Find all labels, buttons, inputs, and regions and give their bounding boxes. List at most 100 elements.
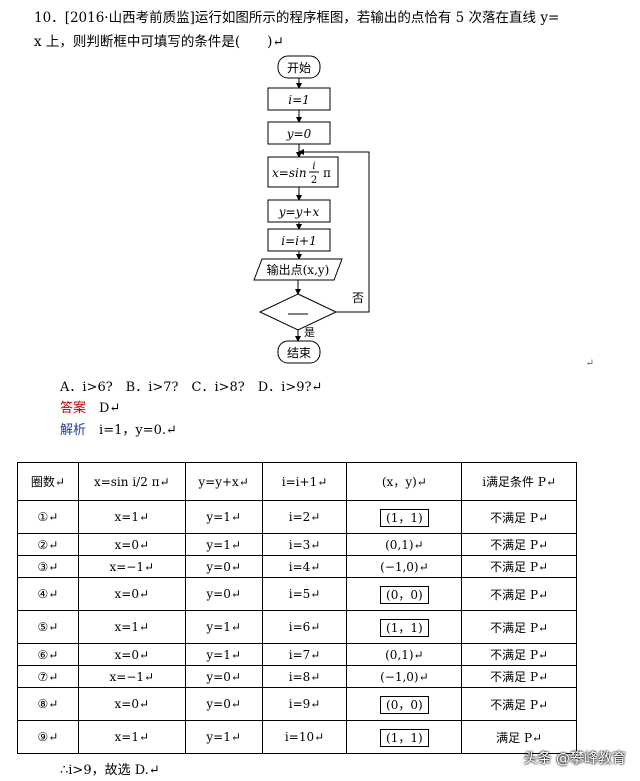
header-condition: i满足条件 P↵ xyxy=(461,462,577,501)
table-cell: x=0↵ xyxy=(77,643,186,666)
table-cell: i=6↵ xyxy=(261,610,348,644)
boxed-point: (1，1) xyxy=(380,728,429,747)
flow-frac-den: 2 xyxy=(311,175,317,186)
header-point: (x，y)↵ xyxy=(346,462,463,501)
boxed-point: (1，1) xyxy=(380,618,429,637)
table-cell: 不满足 P↵ xyxy=(461,665,577,688)
table-row: ⑨↵x=1↵y=1↵i=10↵ (1，1) 满足 P↵ xyxy=(17,720,577,754)
flow-frac-num: i xyxy=(312,161,315,172)
table-cell: ⑤↵ xyxy=(17,610,79,644)
question-body-1: 运行如图所示的程序框图，若输出的点恰有 5 次落在直线 y= xyxy=(194,10,560,26)
boxed-point: (0，0) xyxy=(380,695,429,714)
table-cell: 不满足 P↵ xyxy=(461,610,577,644)
answer-line: 答案 D↵ xyxy=(60,400,120,418)
table-cell: x=1↵ xyxy=(77,610,186,644)
table-cell: (−1,0)↵ xyxy=(346,665,463,688)
conclusion: ∴i>9，故选 D.↵ xyxy=(60,763,160,778)
flow-pi: π xyxy=(323,166,331,180)
flow-decision-node xyxy=(258,293,338,331)
flow-init-i-text: i=1 xyxy=(288,93,310,107)
analysis-value: i=1，y=0.↵ xyxy=(99,423,177,438)
question-body-2: x 上，则判断框中可填写的条件是( )↵ xyxy=(34,34,284,50)
table-cell: x=1↵ xyxy=(77,720,186,754)
table-cell: ④↵ xyxy=(17,577,79,611)
table-cell: x=0↵ xyxy=(77,533,186,556)
flow-no-label: 否 xyxy=(352,291,364,305)
header-i: i=i+1↵ xyxy=(261,462,348,501)
table-cell: y=1↵ xyxy=(184,610,263,644)
table-cell: i=3↵ xyxy=(261,533,348,556)
flow-x-assign xyxy=(267,156,339,188)
table-cell: ③↵ xyxy=(17,555,79,578)
table-cell: ①↵ xyxy=(17,500,79,534)
flow-output-node xyxy=(253,258,343,281)
table-cell: y=1↵ xyxy=(184,500,263,534)
table-row: ⑤↵x=1↵y=1↵i=6↵ (1，1) 不满足 P↵ xyxy=(17,610,577,644)
table-cell: y=0↵ xyxy=(184,665,263,688)
table-cell: (1，1) xyxy=(346,720,463,754)
table-header-row: 圈数↵ x=sin i/2 π↵ y=y+x↵ i=i+1↵ (x，y)↵ i满… xyxy=(17,462,577,501)
flow-output-text: 输出点(x,y) xyxy=(267,262,330,277)
table-cell: i=5↵ xyxy=(261,577,348,611)
table-cell: (0,1)↵ xyxy=(346,533,463,556)
watermark: 头条 @攀峰教育 xyxy=(523,751,626,767)
table-cell: ⑥↵ xyxy=(17,643,79,666)
question-text: 10．[2016·山西考前质监]运行如图所示的程序框图，若输出的点恰有 5 次落… xyxy=(34,6,624,54)
analysis-label: 解析 xyxy=(60,423,87,438)
table-cell: 不满足 P↵ xyxy=(461,500,577,534)
table-cell: y=1↵ xyxy=(184,643,263,666)
header-y: y=y+x↵ xyxy=(184,462,263,501)
table-row: ②↵x=0↵y=1↵i=3↵(0,1)↵不满足 P↵ xyxy=(17,533,577,556)
table-cell: (1，1) xyxy=(346,500,463,534)
table-row: ⑧↵x=0↵y=0↵i=9↵ (0，0) 不满足 P↵ xyxy=(17,687,577,721)
table-row: ③↵x=−1↵y=0↵i=4↵(−1,0)↵不满足 P↵ xyxy=(17,555,577,578)
table-cell: i=9↵ xyxy=(261,687,348,721)
flow-init-y-text: y=0 xyxy=(286,127,312,141)
table-cell: x=0↵ xyxy=(77,577,186,611)
table-cell: 不满足 P↵ xyxy=(461,687,577,721)
table-cell: x=−1↵ xyxy=(77,665,186,688)
table-cell: 不满足 P↵ xyxy=(461,643,577,666)
table-cell: x=0↵ xyxy=(77,687,186,721)
iteration-table: 圈数↵ x=sin i/2 π↵ y=y+x↵ i=i+1↵ (x，y)↵ i满… xyxy=(17,462,577,754)
analysis-line: 解析 i=1，y=0.↵ xyxy=(60,422,177,440)
table-cell: (0,1)↵ xyxy=(346,643,463,666)
table-row: ⑦↵x=−1↵y=0↵i=8↵(−1,0)↵不满足 P↵ xyxy=(17,665,577,688)
table-cell: ②↵ xyxy=(17,533,79,556)
table-row: ④↵x=0↵y=0↵i=5↵ (0，0) 不满足 P↵ xyxy=(17,577,577,611)
table-cell: y=0↵ xyxy=(184,687,263,721)
table-cell: i=10↵ xyxy=(261,720,348,754)
table-cell: (1，1) xyxy=(346,610,463,644)
flow-x-assign-text: x=sin xyxy=(272,166,307,180)
table-cell: (0，0) xyxy=(346,577,463,611)
flow-i-update-text: i=i+1 xyxy=(281,234,316,248)
flowchart: 开始 i=1 y=0 x=sin i 2 π y=y+x i=i+1 输出点(x… xyxy=(253,55,370,364)
table-cell: i=4↵ xyxy=(261,555,348,578)
table-cell: ⑨↵ xyxy=(17,720,79,754)
boxed-point: (1，1) xyxy=(380,508,429,527)
flow-y-update-text: y=y+x xyxy=(278,205,320,219)
table-row: ①↵x=1↵y=1↵i=2↵(1，1)不满足 P↵ xyxy=(17,500,577,534)
table-cell: x=1↵ xyxy=(77,500,186,534)
question-source: [2016·山西考前质监] xyxy=(64,10,195,26)
table-cell: i=8↵ xyxy=(261,665,348,688)
table-cell: (−1,0)↵ xyxy=(346,555,463,578)
table-cell: y=0↵ xyxy=(184,555,263,578)
table-row: ⑥↵x=0↵y=1↵i=7↵(0,1)↵不满足 P↵ xyxy=(17,643,577,666)
table-cell: y=1↵ xyxy=(184,720,263,754)
header-x: x=sin i/2 π↵ xyxy=(77,462,186,501)
answer-label: 答案 xyxy=(60,401,87,416)
table-cell: ⑧↵ xyxy=(17,687,79,721)
table-cell: ⑦↵ xyxy=(17,665,79,688)
flow-yes-label: 是 xyxy=(304,326,315,339)
table-cell: y=1↵ xyxy=(184,533,263,556)
flow-end-text: 结束 xyxy=(287,346,311,360)
table-cell: 满足 P↵ xyxy=(461,720,577,754)
table-cell: 不满足 P↵ xyxy=(461,577,577,611)
table-cell: x=−1↵ xyxy=(77,555,186,578)
table-cell: (0，0) xyxy=(346,687,463,721)
table-cell: i=7↵ xyxy=(261,643,348,666)
table-cell: 不满足 P↵ xyxy=(461,533,577,556)
table-cell: y=0↵ xyxy=(184,577,263,611)
boxed-point: (0，0) xyxy=(380,585,429,604)
